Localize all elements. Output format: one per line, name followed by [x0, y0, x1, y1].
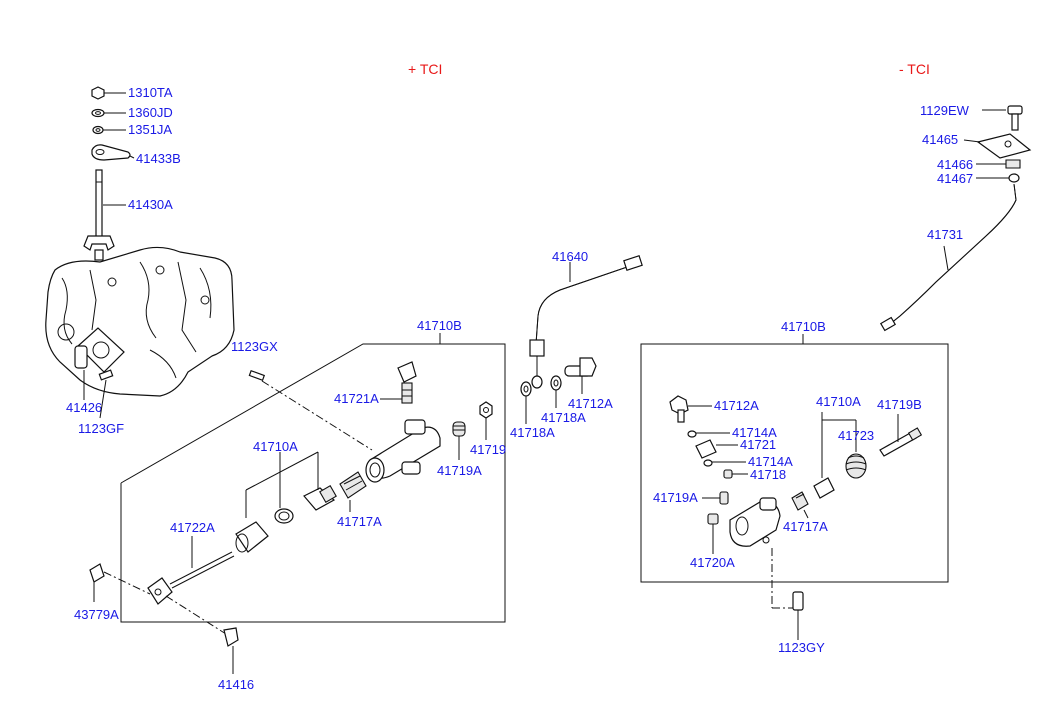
bolt-1129ew[interactable]	[982, 105, 1023, 131]
label-41714a-a: 41714A	[732, 425, 777, 440]
label-41640: 41640	[552, 249, 588, 264]
label-41719a-left: 41719A	[437, 463, 482, 478]
label-41718a-a: 41718A	[510, 425, 555, 440]
label-1351ja: 1351JA	[128, 122, 172, 137]
bolt-1123gx[interactable]	[248, 369, 373, 451]
washer-41718a-a[interactable]	[520, 381, 532, 424]
pin-41416[interactable]	[165, 595, 239, 674]
label-1123gf: 1123GF	[78, 421, 124, 436]
label-41416: 41416	[218, 677, 254, 692]
label-1310ta: 1310TA	[128, 85, 173, 100]
cylinder-body-right[interactable]	[729, 497, 781, 547]
label-41719b: 41719B	[877, 397, 922, 412]
label-41720a: 41720A	[690, 555, 735, 570]
label-41723: 41723	[838, 428, 874, 443]
label-41433b: 41433B	[136, 151, 181, 166]
washer-1360jd[interactable]	[91, 108, 126, 118]
label-41465: 41465	[922, 132, 958, 147]
label-1360jd: 1360JD	[128, 105, 173, 120]
cylinder-body[interactable]	[365, 419, 441, 483]
label-41710b-right: 41710B	[781, 319, 826, 334]
piston-41710a-left[interactable]	[235, 451, 337, 553]
nut-41719[interactable]	[479, 401, 493, 440]
spring-41719a-left[interactable]	[452, 421, 466, 460]
label-41426: 41426	[66, 400, 102, 415]
bracket-41465[interactable]	[963, 133, 1032, 159]
pipe-41640[interactable]	[529, 255, 643, 389]
bleeder-41720a[interactable]	[707, 513, 719, 554]
shaft-41430a[interactable]	[83, 169, 126, 261]
header-with-tci: + TCI	[408, 61, 442, 77]
seal-41718[interactable]	[723, 469, 748, 479]
ring-41714a-b[interactable]	[703, 459, 746, 467]
label-1123gx: 1123GX	[231, 339, 278, 354]
label-41719: 41719	[470, 442, 506, 457]
label-41721a: 41721A	[334, 391, 379, 406]
bushing-41467[interactable]	[976, 173, 1020, 183]
label-41718a-b: 41718A	[541, 410, 586, 425]
fitting-41721[interactable]	[695, 439, 738, 459]
label-41719a-right: 41719A	[653, 490, 698, 505]
bolt-41712a-mid[interactable]	[564, 357, 597, 394]
hose-41731[interactable]	[879, 183, 1017, 332]
label-41731: 41731	[927, 227, 963, 242]
label-41721: 41721	[740, 437, 776, 452]
clip-43779a[interactable]	[89, 563, 151, 602]
label-41712a-right: 41712A	[714, 398, 759, 413]
kit-box-right	[640, 343, 949, 583]
transmission-housing	[45, 246, 235, 397]
fitting-41721a[interactable]	[380, 361, 417, 404]
rod-41719b[interactable]	[879, 414, 923, 457]
label-41712a-mid: 41712A	[568, 396, 613, 411]
label-41722a: 41722A	[170, 520, 215, 535]
label-41710a-left: 41710A	[253, 439, 298, 454]
label-1123gy: 1123GY	[778, 640, 825, 655]
pushrod-41722a[interactable]	[147, 536, 235, 605]
label-41717a-left: 41717A	[337, 514, 382, 529]
label-41710a-right: 41710A	[816, 394, 861, 409]
bolt-1123gf[interactable]	[98, 369, 114, 419]
label-43779a: 43779A	[74, 607, 119, 622]
bolt-41712a-right[interactable]	[669, 395, 712, 423]
label-41717a-right: 41717A	[783, 519, 828, 534]
kit-box-left	[120, 343, 506, 623]
label-41466: 41466	[937, 157, 973, 172]
label-41718: 41718	[750, 467, 786, 482]
piston-41710a-right[interactable]	[813, 412, 857, 499]
boot-41723[interactable]	[845, 453, 867, 479]
header-without-tci: - TCI	[899, 61, 930, 77]
label-41467: 41467	[937, 171, 973, 186]
ring-41714a-a[interactable]	[687, 430, 730, 438]
label-1129ew: 1129EW	[920, 103, 970, 118]
label-41430a: 41430A	[128, 197, 173, 212]
washer-41718a-b[interactable]	[550, 375, 562, 408]
boot-41717a-right[interactable]	[791, 491, 809, 519]
grommet-41466[interactable]	[976, 159, 1021, 169]
label-41710b-left: 41710B	[417, 318, 462, 333]
label-41714a-b: 41714A	[748, 454, 793, 469]
boot-41717a-left[interactable]	[339, 471, 367, 512]
bolt-1123gy[interactable]	[771, 548, 804, 640]
lever-41433b[interactable]	[91, 144, 135, 161]
washer-1351ja[interactable]	[92, 125, 126, 135]
spring-41719a-right[interactable]	[702, 491, 729, 505]
bolt-1310ta[interactable]	[91, 86, 126, 100]
